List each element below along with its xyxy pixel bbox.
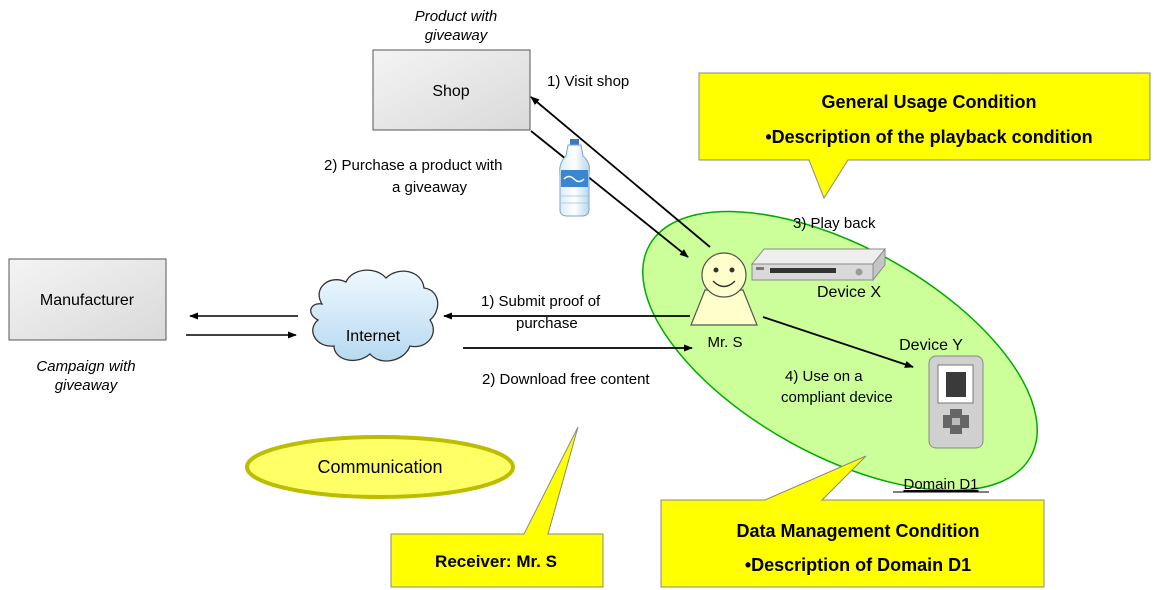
communication-label: Communication bbox=[317, 457, 442, 477]
arrow-use-device bbox=[762, 316, 914, 368]
manufacturer-box[interactable] bbox=[8, 258, 167, 341]
general-usage-callout bbox=[698, 72, 1151, 200]
shop-box[interactable] bbox=[372, 49, 531, 131]
step-submit-line1: 1) Submit proof of bbox=[481, 293, 601, 310]
step-download: 2) Download free content bbox=[482, 371, 650, 388]
mr-s-figure[interactable] bbox=[690, 252, 758, 326]
device-x-player-icon[interactable] bbox=[750, 247, 887, 282]
shop-label: Shop bbox=[432, 83, 469, 100]
device-x-label: Device X bbox=[817, 284, 881, 301]
general-usage-title: General Usage Condition bbox=[821, 92, 1036, 112]
communication-ellipse bbox=[245, 435, 515, 499]
campaign-caption-line1: Campaign with bbox=[36, 358, 135, 375]
water-bottle-icon bbox=[559, 139, 590, 217]
internet-cloud[interactable] bbox=[310, 269, 439, 362]
data-management-item: •Description of Domain D1 bbox=[745, 555, 971, 575]
product-caption-line2: giveaway bbox=[425, 27, 489, 44]
step-visit-shop: 1) Visit shop bbox=[547, 73, 629, 90]
arrow-purchase bbox=[530, 130, 689, 258]
device-y-label: Device Y bbox=[899, 337, 963, 354]
step-purchase-line2: a giveaway bbox=[392, 179, 468, 196]
data-management-callout bbox=[660, 455, 1045, 588]
step-purchase-line1: 2) Purchase a product with bbox=[324, 157, 502, 174]
manufacturer-label: Manufacturer bbox=[40, 292, 135, 309]
internet-label: Internet bbox=[346, 328, 401, 345]
receiver-label: Receiver: Mr. S bbox=[435, 552, 557, 571]
step-play-back: 3) Play back bbox=[793, 215, 876, 232]
data-management-title: Data Management Condition bbox=[736, 521, 979, 541]
general-usage-item: •Description of the playback condition bbox=[765, 127, 1092, 147]
receiver-callout bbox=[390, 426, 604, 588]
device-y-portable-icon[interactable] bbox=[928, 355, 984, 449]
step-use-line2: compliant device bbox=[781, 389, 893, 406]
arrow-visit-shop bbox=[530, 96, 711, 248]
campaign-caption-line2: giveaway bbox=[55, 377, 119, 394]
mr-s-label: Mr. S bbox=[707, 334, 742, 351]
step-use-line1: 4) Use on a bbox=[785, 368, 863, 385]
domain-label: Domain D1 bbox=[903, 476, 978, 493]
step-submit-line2: purchase bbox=[516, 315, 578, 332]
product-caption-line1: Product with bbox=[415, 8, 498, 25]
